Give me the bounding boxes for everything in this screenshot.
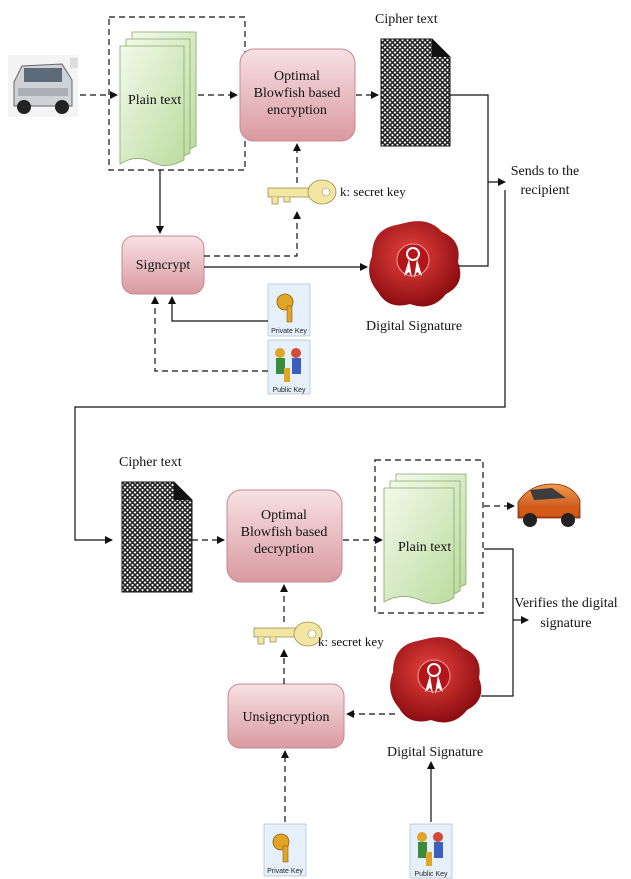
- signcrypt-label: Signcrypt: [136, 258, 191, 273]
- verifies-label-line2: signature: [540, 616, 591, 631]
- svg-text:Private Key: Private Key: [267, 868, 303, 875]
- public-key-icon-bottom: Public Key: [409, 823, 453, 879]
- digital-signature-label-bottom: Digital Signature: [387, 745, 483, 760]
- decryption-line2: Blowfish based: [241, 525, 328, 540]
- key-icon: [267, 179, 337, 205]
- encryption-line1: Optimal: [274, 69, 320, 84]
- unsigncryption-process-box: [227, 683, 345, 749]
- svg-text:Public Key: Public Key: [414, 871, 448, 878]
- decryption-process-box: [226, 489, 343, 583]
- document-icon-bottom: [383, 473, 467, 604]
- sends-label-line1: Sends to the: [511, 164, 579, 179]
- key-icon-bottom: [253, 621, 323, 647]
- cipher-text-label-bottom: Cipher text: [119, 455, 182, 470]
- public-key-icon: Public Key: [267, 339, 311, 395]
- encryption-line2: Blowfish based: [254, 86, 341, 101]
- sends-label-line2: recipient: [521, 183, 570, 198]
- secret-key-label-bottom: k: secret key: [318, 634, 384, 649]
- unsigncryption-label: Unsigncryption: [242, 710, 329, 725]
- car-icon-bottom: [517, 483, 581, 527]
- encryption-process-box: [239, 48, 356, 142]
- document-icon: [119, 31, 197, 166]
- seal-icon-bottom: [390, 637, 482, 723]
- decryption-line3: decryption: [254, 542, 314, 557]
- plain-text-label-bottom: Plain text: [398, 540, 451, 555]
- signcrypt-process-box: [121, 235, 205, 295]
- digital-signature-label: Digital Signature: [366, 319, 462, 334]
- private-key-icon: Private Key: [267, 283, 311, 337]
- svg-text:Private Key: Private Key: [271, 328, 307, 335]
- verifies-label-line1: Verifies the digital: [514, 596, 618, 611]
- encryption-line3: encryption: [267, 103, 327, 118]
- decryption-line1: Optimal: [261, 508, 307, 523]
- cipher-text-label: Cipher text: [375, 12, 438, 27]
- secret-key-label: k: secret key: [340, 184, 406, 199]
- seal-icon: [369, 221, 461, 307]
- cipher-document-icon: [380, 38, 451, 147]
- svg-text:Public Key: Public Key: [272, 387, 306, 394]
- cipher-document-icon-bottom: [121, 481, 193, 593]
- car-icon: [8, 55, 78, 117]
- private-key-icon-bottom: Private Key: [263, 823, 307, 877]
- plain-text-label: Plain text: [128, 93, 181, 108]
